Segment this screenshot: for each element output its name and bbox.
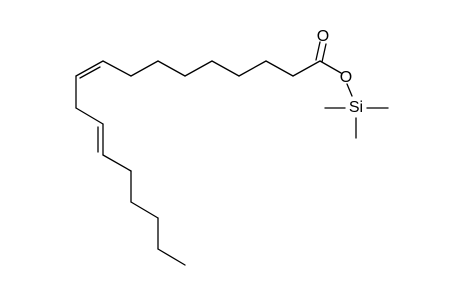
bond-c1-c2 — [292, 60, 321, 77]
bond-c13-c14 — [102, 154, 132, 172]
bond-layer — [75, 41, 389, 266]
atom-si-label: Si — [349, 99, 363, 116]
bond-c1-o-double-a — [315, 41, 321, 61]
bond-c1-o-double-b — [321, 43, 327, 63]
bond-c5-c6 — [184, 60, 213, 77]
bond-c8-c9 — [102, 60, 132, 77]
bond-c15-c16 — [130, 201, 159, 219]
bond-c7-c8 — [130, 60, 159, 77]
atom-si: Si — [349, 99, 363, 116]
atom-o-ester-label: O — [340, 69, 352, 86]
atom-o-ester: O — [340, 69, 352, 86]
bond-c2-c3 — [265, 60, 294, 77]
bond-c4-c5 — [211, 60, 240, 77]
bond-c6-c7 — [157, 60, 186, 77]
atom-o-carbonyl-label: O — [317, 28, 329, 45]
bond-c1-oester — [319, 60, 342, 74]
atom-layer: O O Si — [317, 28, 363, 116]
bond-c9-c10 — [75, 60, 104, 77]
bond-c9-c10-inner — [79, 66, 101, 79]
bond-c11-c12 — [75, 107, 104, 125]
atom-o-carbonyl: O — [317, 28, 329, 45]
bond-c17-c18 — [157, 248, 186, 266]
bond-c3-c4 — [238, 60, 267, 77]
bond-oester-si — [346, 83, 353, 97]
